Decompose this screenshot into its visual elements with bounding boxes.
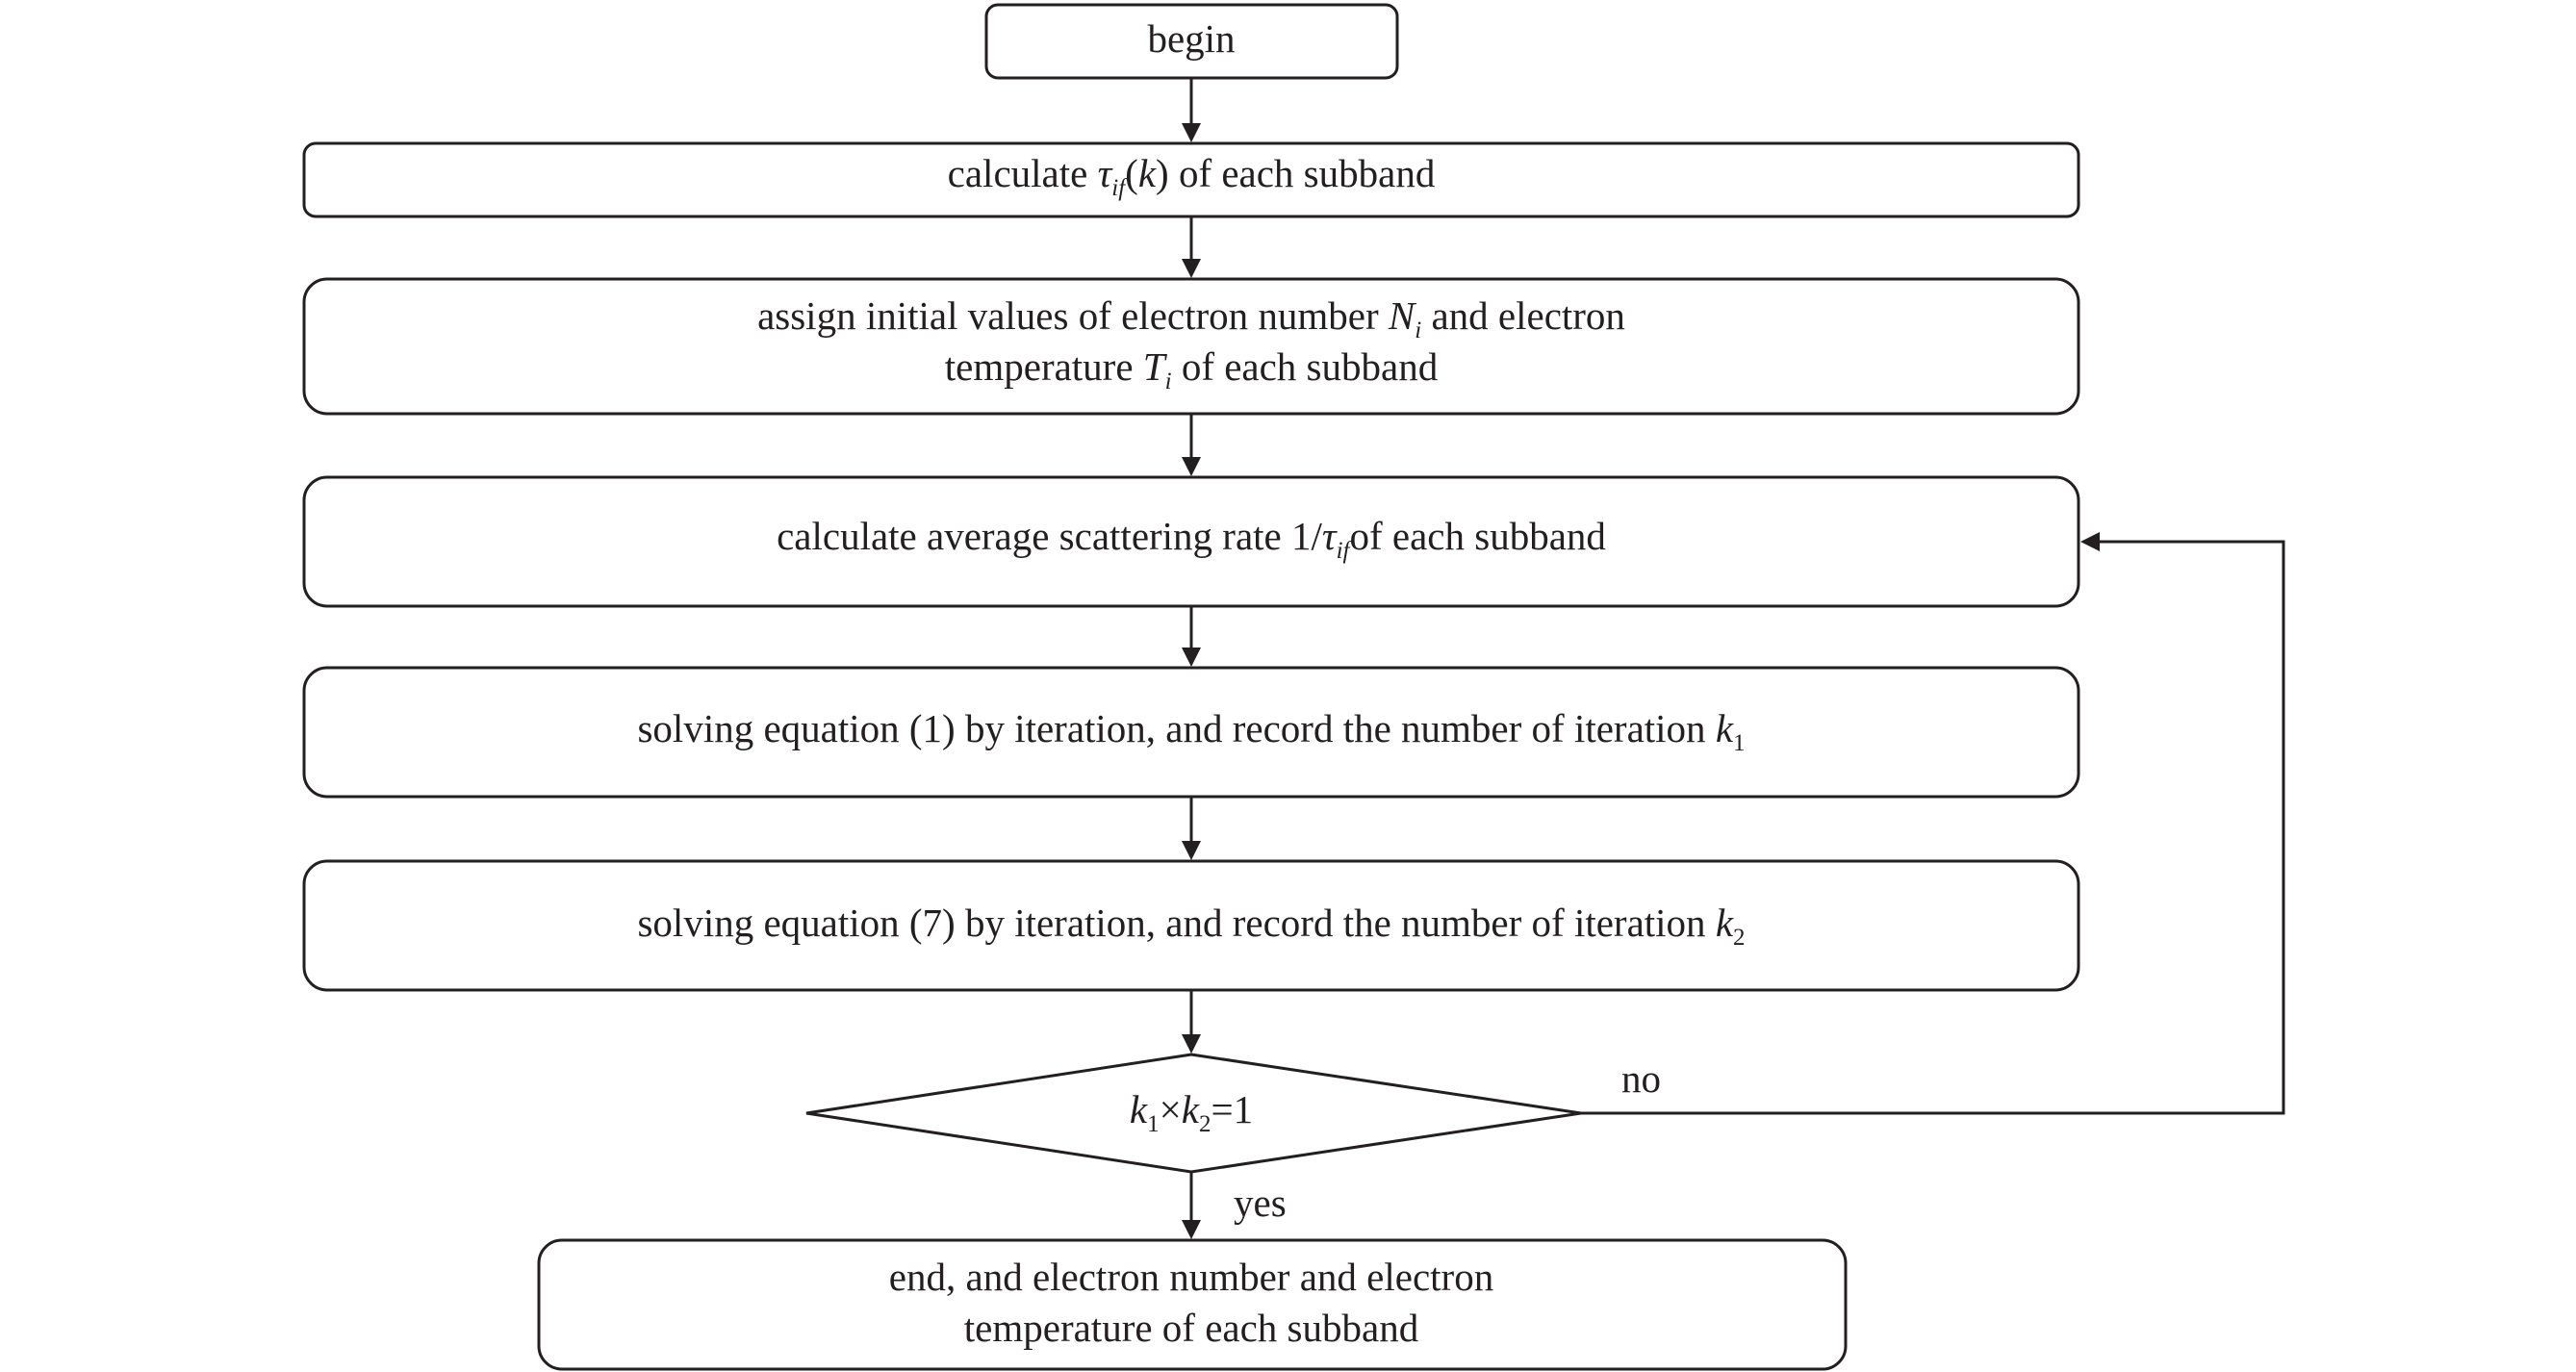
end-label-line2: temperature of each subband <box>964 1306 1418 1350</box>
end-label-line1: end, and electron number and electron <box>889 1255 1493 1299</box>
decision-node: k1×k2=1 <box>805 1053 1582 1174</box>
calc-tau-label: calculate τif(k) of each subband <box>948 151 1436 201</box>
solve-eq1-label: solving equation (1) by iteration, and r… <box>637 706 1745 756</box>
calc-rate-node: calculate average scattering rate 1/τifo… <box>302 475 2080 608</box>
begin-node: begin <box>984 3 1399 80</box>
calc-rate-label: calculate average scattering rate 1/τifo… <box>777 514 1606 564</box>
arrow-begin-to-calc-tau <box>1182 78 1201 142</box>
arrow-calc-rate-to-solve1 <box>1182 606 1201 667</box>
end-node: end, and electron number and electron te… <box>537 1238 1848 1371</box>
assign-label-line2: temperature Ti of each subband <box>945 344 1438 394</box>
solve-eq1-node: solving equation (1) by iteration, and r… <box>302 666 2080 799</box>
begin-label: begin <box>1147 16 1235 61</box>
arrow-assign-to-calc-rate <box>1182 414 1201 476</box>
arrow-solve1-to-solve7 <box>1182 797 1201 860</box>
decision-label: k1×k2=1 <box>1130 1087 1253 1137</box>
assign-label-line1: assign initial values of electron number… <box>757 293 1625 343</box>
assign-node: assign initial values of electron number… <box>302 277 2080 416</box>
calc-tau-node: calculate τif(k) of each subband <box>302 141 2080 218</box>
no-label: no <box>1621 1056 1661 1101</box>
solve-eq7-node: solving equation (7) by iteration, and r… <box>302 859 2080 992</box>
arrow-calc-tau-to-assign <box>1182 216 1201 278</box>
arrow-solve7-to-decision <box>1182 990 1201 1054</box>
arrow-yes-to-end <box>1182 1172 1201 1239</box>
yes-label: yes <box>1234 1181 1287 1225</box>
arrow-no-loop <box>1581 532 2285 1115</box>
solve-eq7-label: solving equation (7) by iteration, and r… <box>637 901 1745 951</box>
